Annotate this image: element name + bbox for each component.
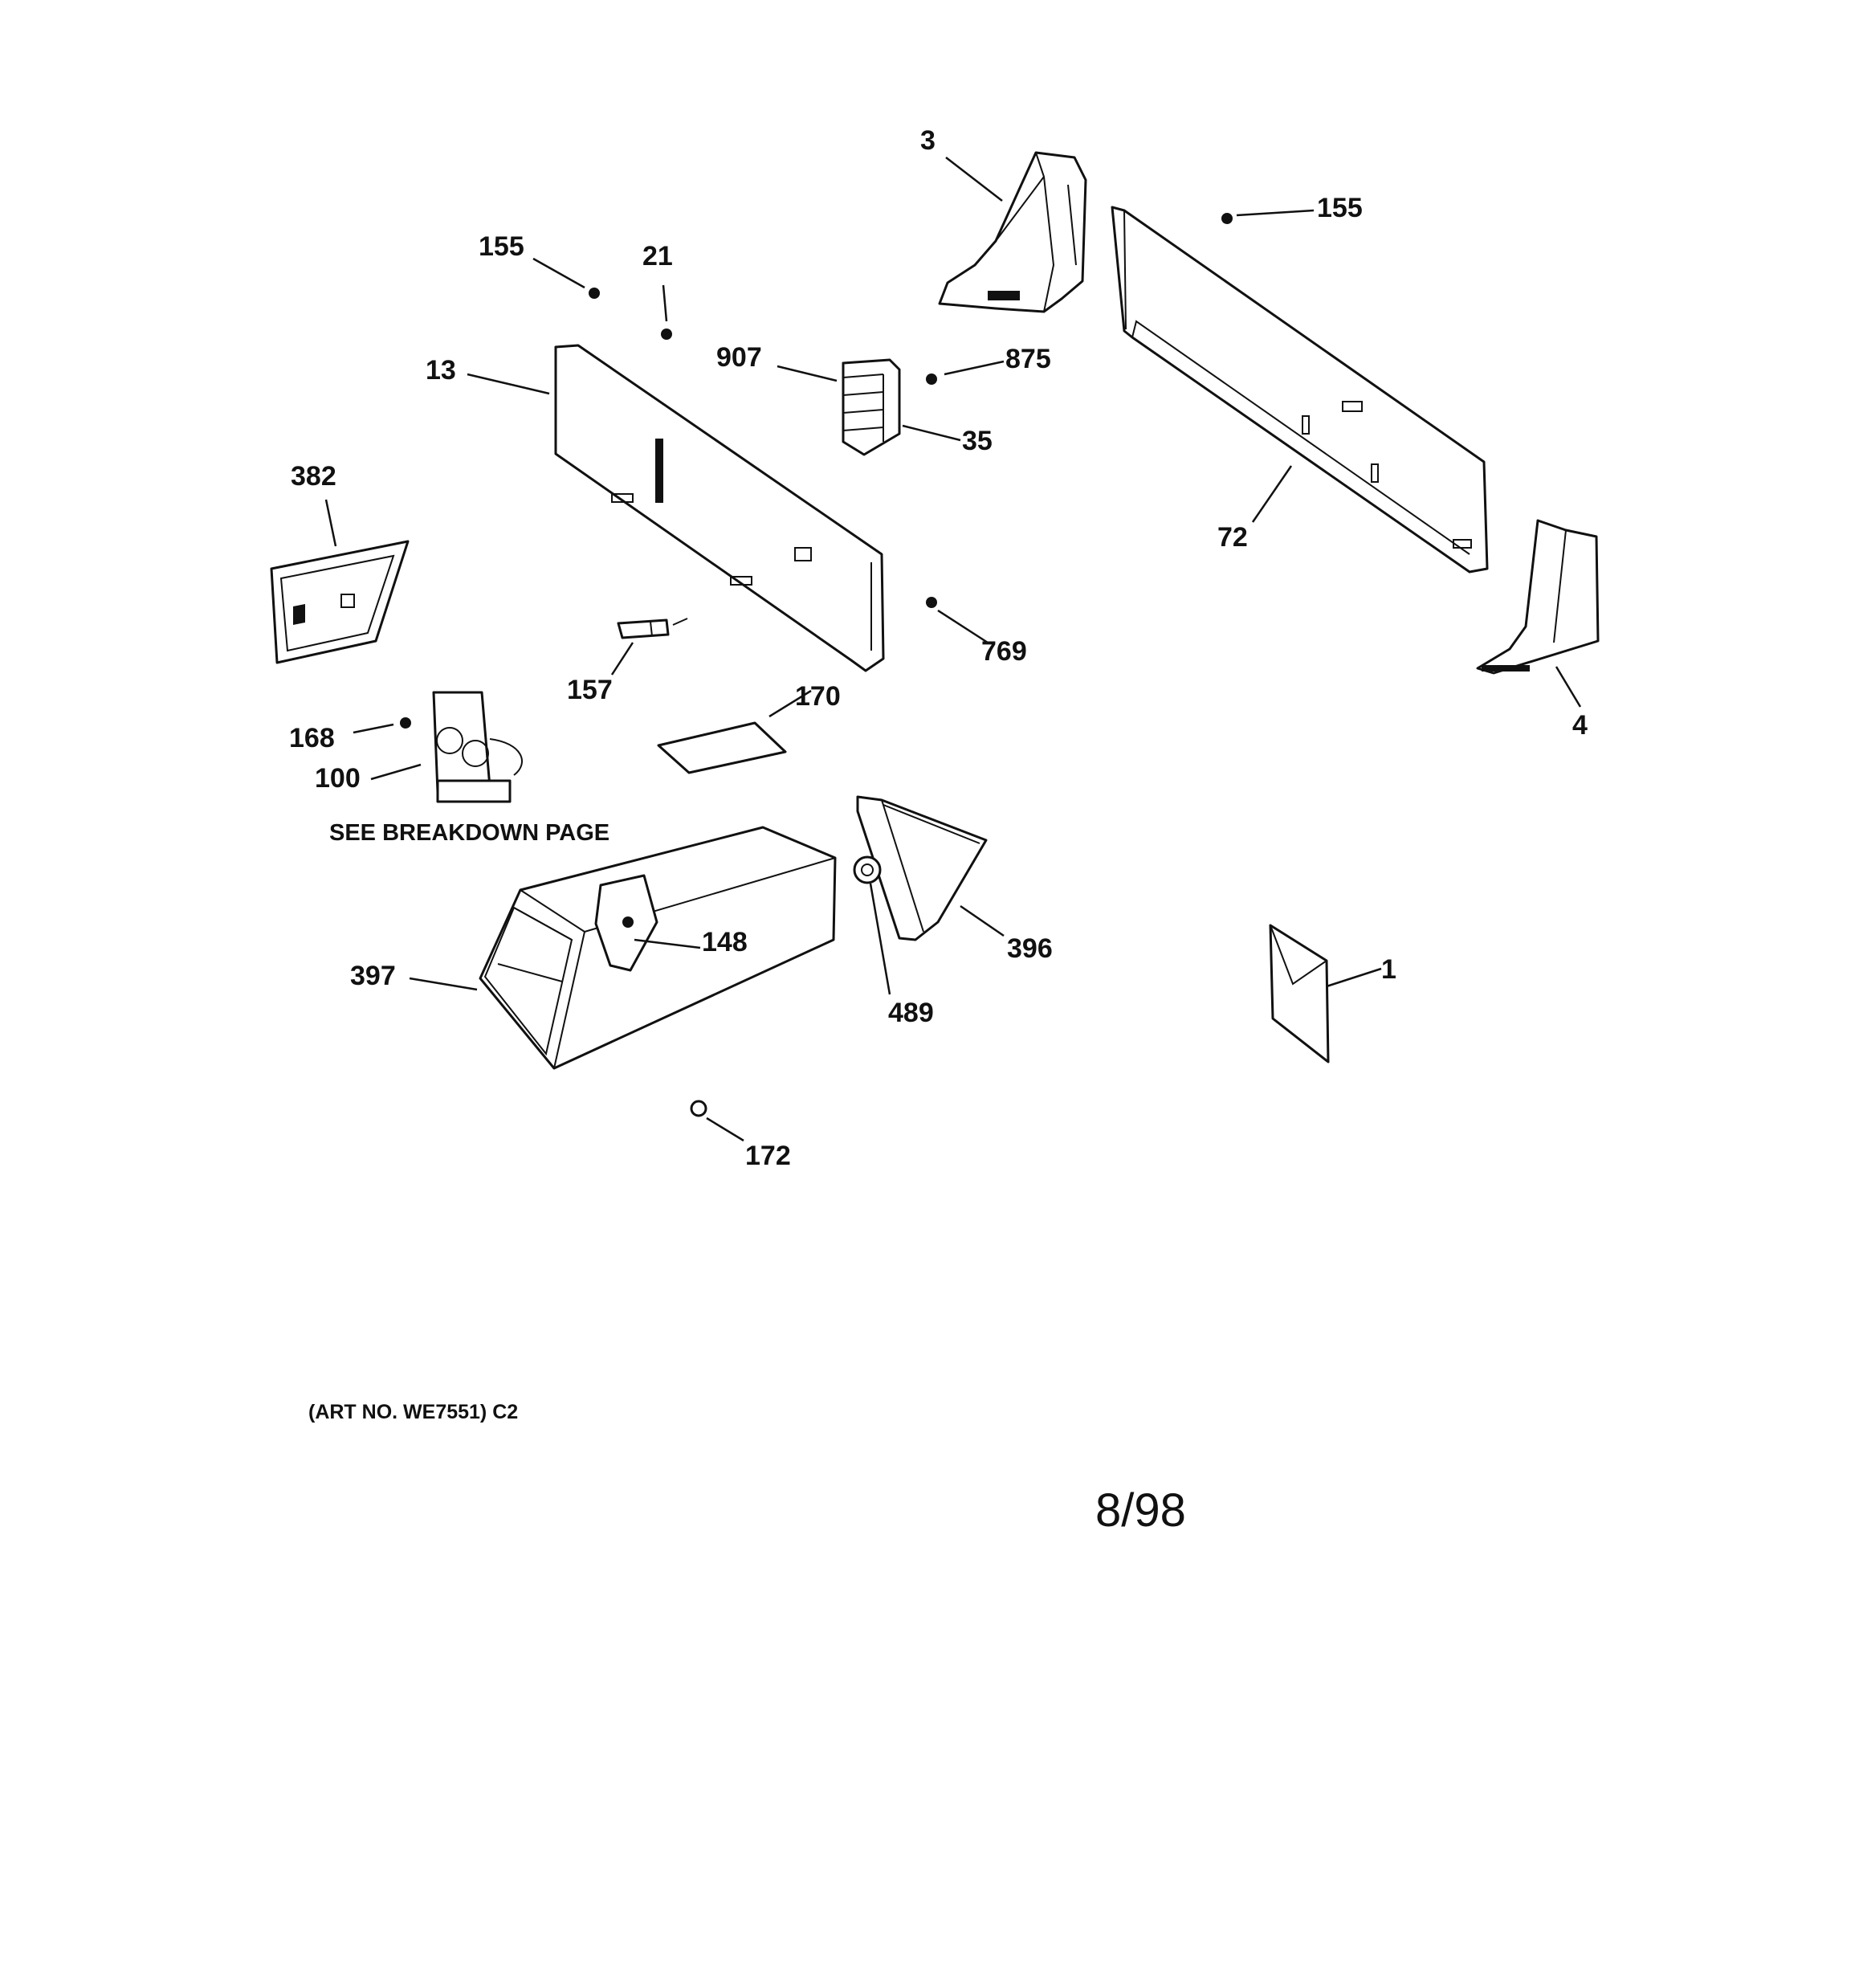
callout-170: 170 xyxy=(795,681,841,712)
part-3-bracket xyxy=(938,151,1087,313)
part-72-rear-panel xyxy=(1111,206,1489,574)
revision-date: 8/98 xyxy=(1095,1484,1186,1537)
part-1-envelope xyxy=(1269,924,1330,1063)
leader-lines xyxy=(324,157,1582,1142)
screw-875 xyxy=(926,374,937,385)
screw-155-right xyxy=(1221,213,1233,224)
part-100-timer xyxy=(432,691,523,803)
callout-155-left: 155 xyxy=(479,231,524,262)
part-396-duct xyxy=(856,795,988,941)
callout-172: 172 xyxy=(745,1141,791,1171)
callout-155-right: 155 xyxy=(1317,193,1363,223)
callout-3: 3 xyxy=(920,125,936,156)
callouts: 3 155 21 155 13 907 875 35 382 72 769 15… xyxy=(289,125,1588,1171)
callout-148: 148 xyxy=(702,927,748,957)
part-907-switch xyxy=(842,358,901,456)
part-170-plate xyxy=(657,721,787,774)
part-13-control-panel xyxy=(554,344,885,672)
callout-396: 396 xyxy=(1007,933,1053,964)
part-4-bracket xyxy=(1476,519,1600,675)
callout-21: 21 xyxy=(642,241,673,271)
screw-168 xyxy=(400,717,411,729)
see-breakdown-note: SEE BREAKDOWN PAGE xyxy=(329,820,609,846)
callout-72: 72 xyxy=(1217,522,1248,553)
callout-769: 769 xyxy=(981,636,1027,667)
callout-489: 489 xyxy=(888,998,934,1028)
screw-769 xyxy=(926,597,937,608)
part-157-relay xyxy=(617,618,688,639)
callout-1: 1 xyxy=(1381,954,1396,985)
callout-397: 397 xyxy=(350,961,396,991)
part-489-fitting xyxy=(853,855,882,884)
screws xyxy=(400,213,1233,1117)
screw-155-left xyxy=(589,288,600,299)
callout-157: 157 xyxy=(567,675,613,705)
screw-172 xyxy=(690,1100,707,1117)
callout-168: 168 xyxy=(289,723,335,753)
callout-875: 875 xyxy=(1005,344,1051,374)
callout-382: 382 xyxy=(291,461,336,492)
callout-907: 907 xyxy=(716,342,762,373)
callout-13: 13 xyxy=(426,355,456,386)
callout-4: 4 xyxy=(1572,710,1588,741)
part-382-endcap xyxy=(270,540,410,664)
art-number: (ART NO. WE7551) C2 xyxy=(308,1401,518,1423)
part-397-housing xyxy=(479,826,837,1070)
callout-35: 35 xyxy=(962,426,993,456)
callout-100: 100 xyxy=(315,763,361,794)
screw-21 xyxy=(661,329,672,340)
